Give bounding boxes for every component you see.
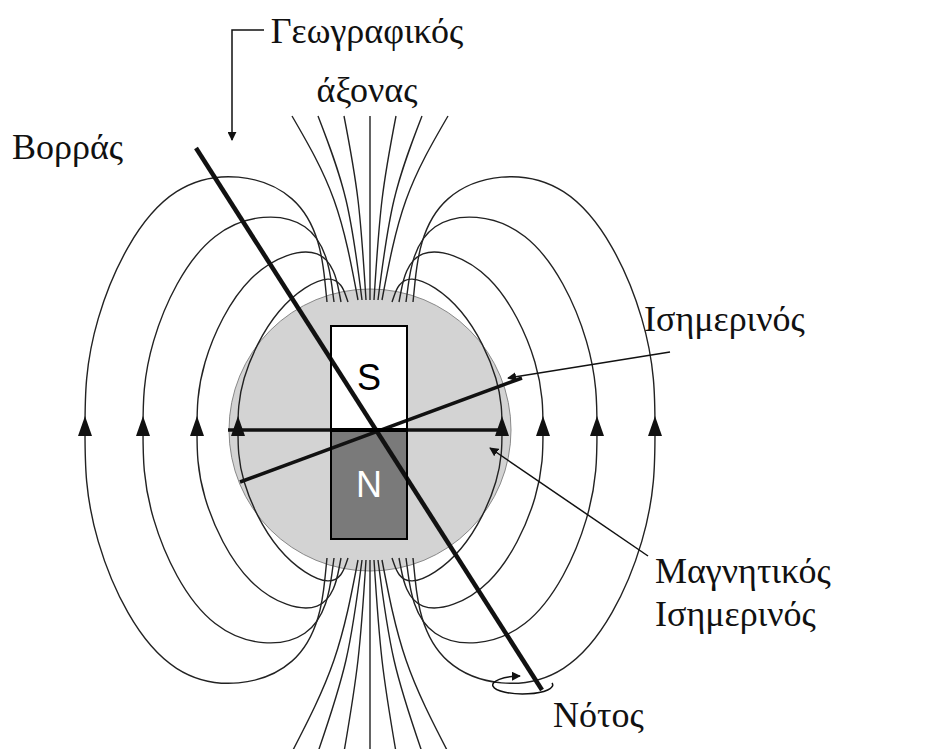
field-line	[378, 560, 422, 749]
label: Νότος	[553, 694, 753, 737]
field-line	[369, 116, 370, 300]
field-line	[378, 116, 422, 300]
field-line	[344, 116, 366, 300]
label: Ισημερινός	[644, 298, 914, 341]
pole-letter: S	[357, 360, 381, 396]
magnet-n-fill	[330, 430, 408, 540]
leader-line	[232, 30, 264, 140]
field-arrow	[136, 416, 150, 436]
field-line	[344, 560, 366, 749]
field-line	[369, 560, 370, 749]
field-arrow	[536, 416, 550, 436]
rotation-arrow	[493, 676, 553, 694]
label: Μαγνητικός Ισημερινός	[655, 550, 895, 636]
field-arrow	[495, 416, 509, 436]
field-arrow	[231, 416, 245, 436]
field-line	[318, 116, 362, 300]
field-arrow	[648, 416, 662, 436]
field-line	[292, 560, 358, 749]
field-arrow	[590, 416, 604, 436]
leader-line	[508, 352, 670, 378]
pole-letter: N	[356, 467, 382, 503]
label: Βορράς	[12, 126, 212, 169]
geographic-axis	[196, 148, 542, 690]
field-line	[382, 116, 448, 300]
magnet-pole: S	[330, 325, 408, 430]
field-line	[382, 560, 448, 749]
leader-line	[490, 448, 648, 556]
field-arrow	[190, 416, 204, 436]
field-lines	[85, 116, 655, 749]
field-arrow	[78, 416, 92, 436]
field-line	[318, 560, 362, 749]
label: Γεωγραφικός άξονας	[262, 2, 472, 121]
earth-globe	[229, 289, 511, 571]
magnet-pole: N	[330, 430, 408, 540]
